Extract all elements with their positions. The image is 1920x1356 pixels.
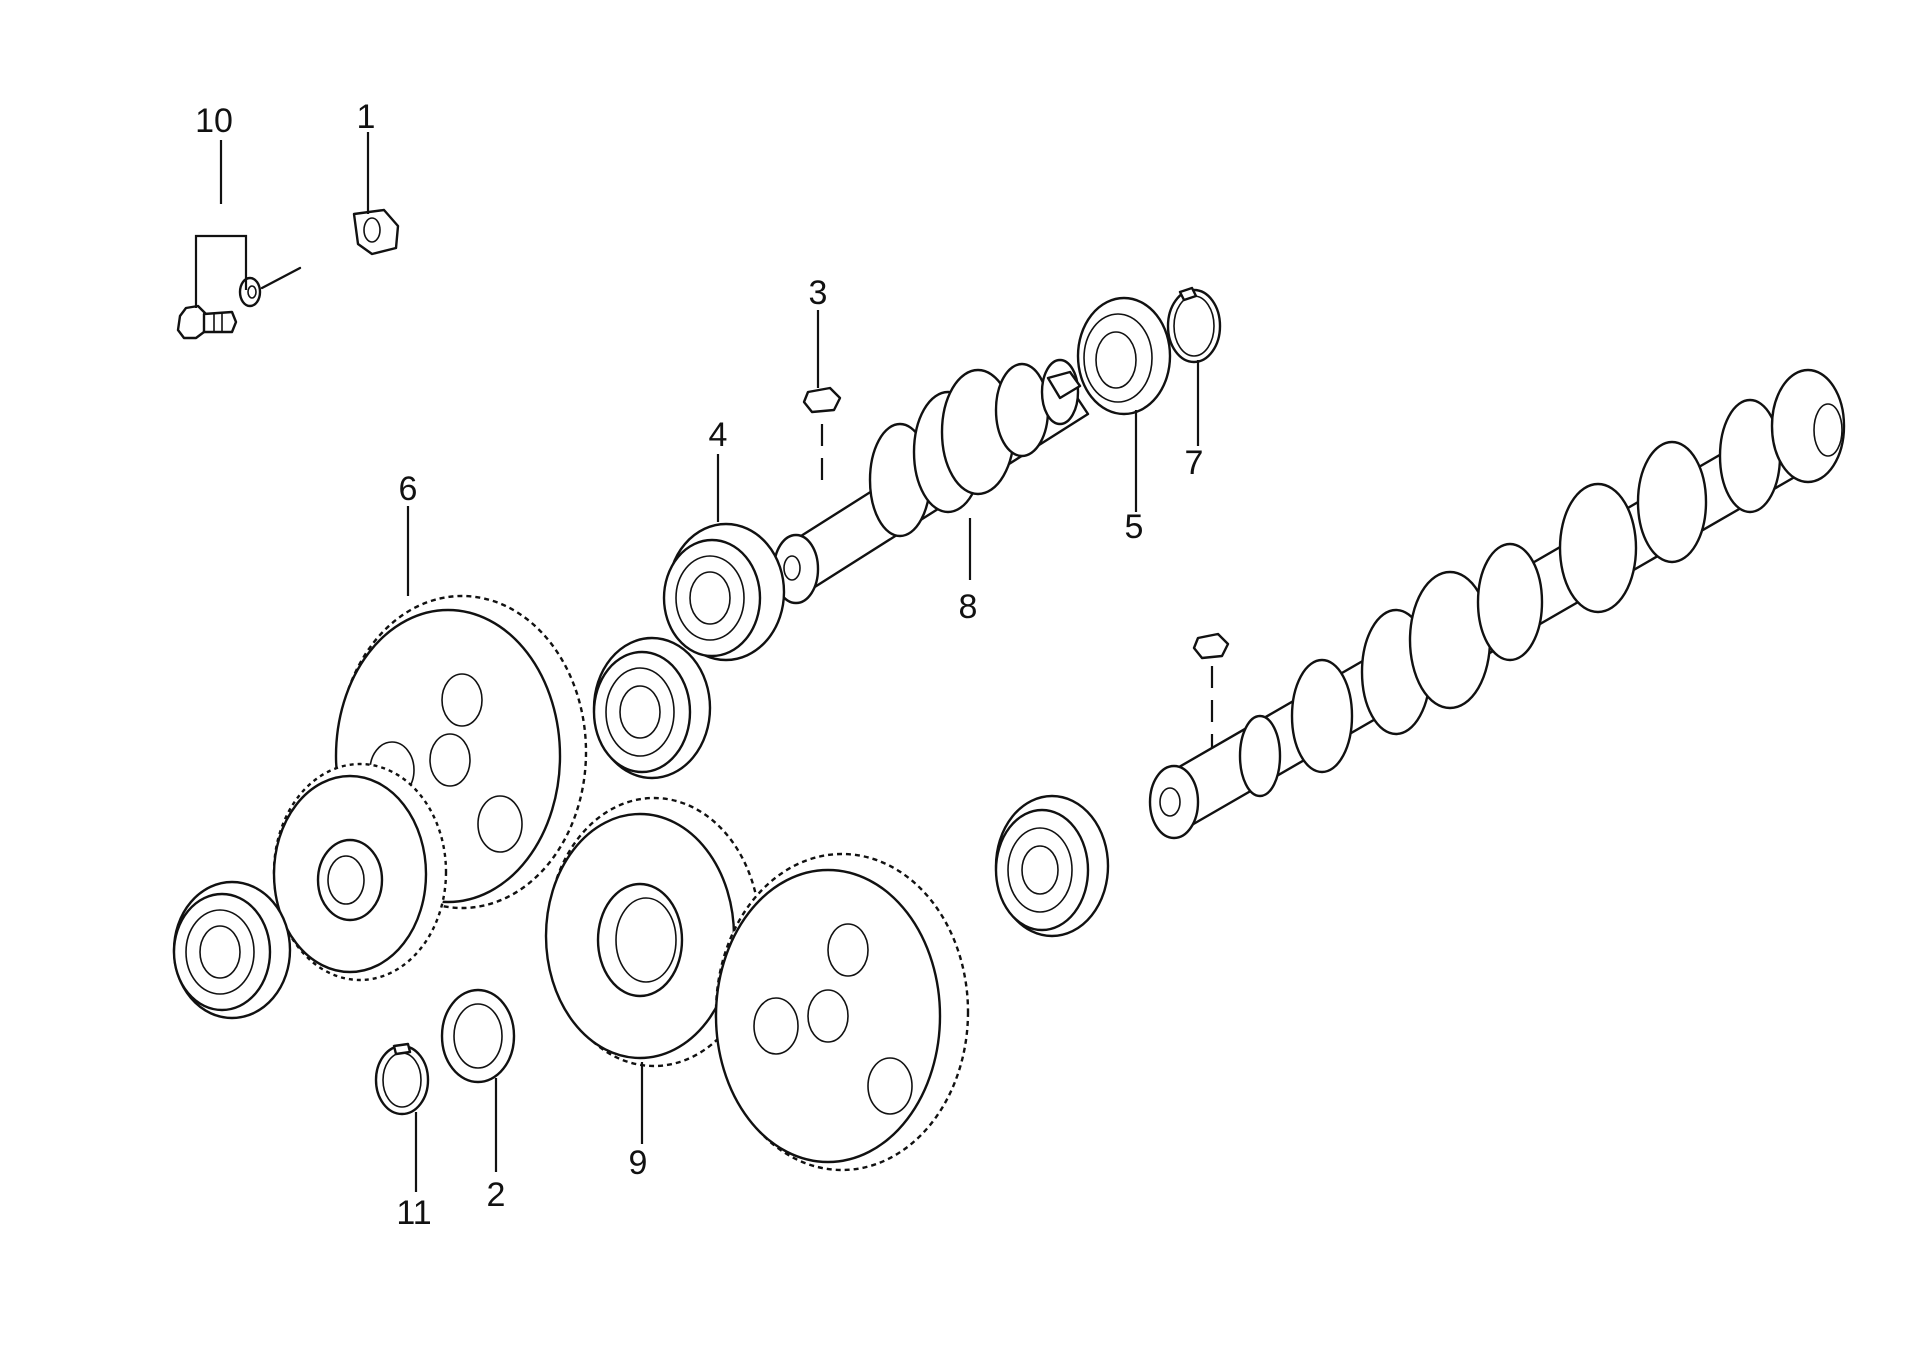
plate-part-1 [352,208,400,256]
callout-6: 6 [399,470,418,508]
bolt-part-10 [176,304,238,340]
key-right [1192,632,1230,660]
bearing-center-right [994,794,1110,938]
callout-4: 4 [709,416,728,454]
callout-8: 8 [959,588,978,626]
key-part-3 [802,386,842,414]
callout-9: 9 [629,1144,648,1182]
callout-7: 7 [1185,444,1204,482]
callout-10: 10 [195,102,233,140]
gear-small-hub [272,762,448,982]
camshaft-part-8 [772,358,1090,605]
circlip-part-11 [374,1042,430,1116]
callout-5: 5 [1125,508,1144,546]
leader-lines [194,132,1200,1192]
assembly-axis-part-1 [260,266,302,290]
callout-2: 2 [487,1176,506,1214]
washer-part-2 [440,988,516,1084]
bearing-part-5 [1076,296,1172,416]
bearing-left [172,880,292,1020]
callout-11: 11 [396,1194,431,1232]
camshaft-long [1148,368,1846,840]
gear-large-lower [714,852,970,1172]
callout-3: 3 [809,274,828,312]
gear-part-9 [544,796,762,1068]
callout-1: 1 [357,98,376,136]
bearing-part-4 [662,522,786,662]
circlip-part-7 [1166,286,1222,364]
washer-part-10 [238,276,262,308]
bearing-middle [592,636,712,780]
